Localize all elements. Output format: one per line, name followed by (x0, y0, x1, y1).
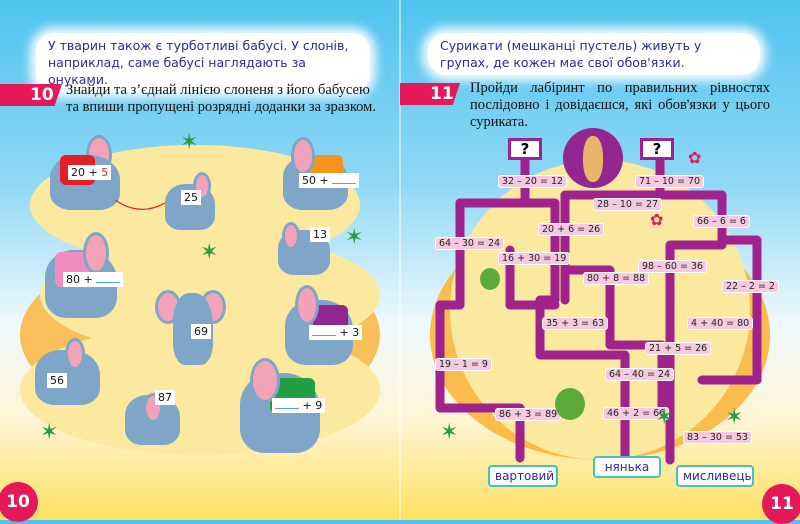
elephant-label: 80 + (63, 272, 124, 287)
baby-elephant[interactable]: 87 (125, 385, 187, 445)
baby-elephant[interactable]: 56 (35, 338, 107, 406)
page-number: 11 (762, 484, 800, 524)
grass-icon: ✶ (655, 405, 674, 430)
elephant-label: + 3 (309, 325, 363, 340)
task-number-badge: 10 (0, 84, 62, 106)
maze-equation[interactable]: 80 + 8 = 88 (583, 272, 650, 285)
baby-elephant[interactable]: 25 (165, 172, 225, 230)
task-number-badge: 11 (400, 83, 460, 105)
grass-icon: ✶ (180, 130, 199, 155)
maze-equation[interactable]: 64 – 40 = 24 (605, 368, 675, 381)
maze-equation[interactable]: 83 – 30 = 53 (683, 431, 753, 444)
grass-icon: ✶ (725, 405, 744, 430)
task-instruction: Знайди та з’єднай лінією слоненя з його … (66, 82, 376, 115)
maze-equation[interactable]: 71 – 10 = 70 (635, 175, 705, 188)
meerkat-icon (563, 128, 623, 188)
info-bubble-right: Сурикати (мешканці пустель) живуть у гру… (428, 33, 760, 75)
answer-vartovyi[interactable]: вартовий (488, 465, 558, 487)
task-instruction: Пройди лабіринт по правильних рівностях … (470, 80, 770, 130)
maze-equation[interactable]: 32 – 20 = 12 (498, 175, 568, 188)
elephant-label: 56 (47, 373, 67, 388)
flower-icon: ✿ (650, 210, 664, 229)
answer-myslyvets[interactable]: мисливець (676, 465, 754, 487)
baby-elephant[interactable]: 69 (155, 288, 230, 366)
maze-equation[interactable]: 66 – 6 = 6 (693, 215, 750, 228)
grandma-elephant[interactable]: + 3 (285, 285, 363, 367)
elephant-label: 50 + (299, 173, 360, 188)
answer-nianka[interactable]: нянька (593, 456, 661, 478)
baby-elephant[interactable]: 13 (268, 222, 333, 277)
grass-icon: ✶ (40, 420, 59, 445)
grandma-elephant[interactable]: 20 + 5 (50, 135, 125, 210)
maze-equation[interactable]: 46 + 2 = 66 (603, 407, 670, 420)
grandma-elephant[interactable]: + 9 (210, 358, 326, 453)
maze-equation[interactable]: 21 + 5 = 26 (645, 342, 712, 355)
maze-equation[interactable]: 64 – 30 = 24 (435, 237, 505, 250)
maze-equation[interactable]: 22 – 2 = 2 (722, 280, 779, 293)
cactus-icon (555, 388, 585, 420)
elephant-label: 69 (191, 324, 211, 339)
elephant-label: 13 (310, 227, 330, 242)
page-gutter (399, 0, 401, 520)
question-box: ? (640, 138, 674, 160)
info-bubble-left: У тварин також є турботливі бабусі. У сл… (36, 33, 370, 92)
maze-equation[interactable]: 86 + 3 = 89 (495, 408, 562, 421)
question-box: ? (508, 138, 542, 160)
maze-equation[interactable]: 4 + 40 = 80 (687, 317, 754, 330)
maze-equation[interactable]: 35 + 3 = 63 (542, 317, 609, 330)
grass-icon: ✶ (200, 240, 219, 265)
connection-arrow (114, 199, 166, 210)
maze-equation[interactable]: 16 + 30 = 19 (498, 252, 571, 265)
page-number: 10 (0, 482, 38, 522)
grandma-elephant[interactable]: 80 + (45, 232, 124, 320)
maze-equation[interactable]: 20 + 6 = 26 (538, 223, 605, 236)
maze-equation[interactable]: 98 – 60 = 36 (638, 260, 708, 273)
grass-icon: ✶ (345, 225, 364, 250)
maze-equation[interactable]: 19 – 1 = 9 (435, 358, 492, 371)
grass-icon: ✶ (440, 420, 459, 445)
flower-icon: ✿ (688, 148, 702, 167)
elephant-label: 87 (155, 390, 175, 405)
elephant-label: + 9 (272, 398, 326, 413)
cactus-icon (480, 268, 500, 290)
grandma-elephant[interactable]: 50 + (283, 137, 360, 210)
elephant-label: 25 (181, 190, 201, 205)
elephant-label: 20 + 5 (68, 165, 112, 180)
maze-equation[interactable]: 28 – 10 = 27 (593, 198, 663, 211)
